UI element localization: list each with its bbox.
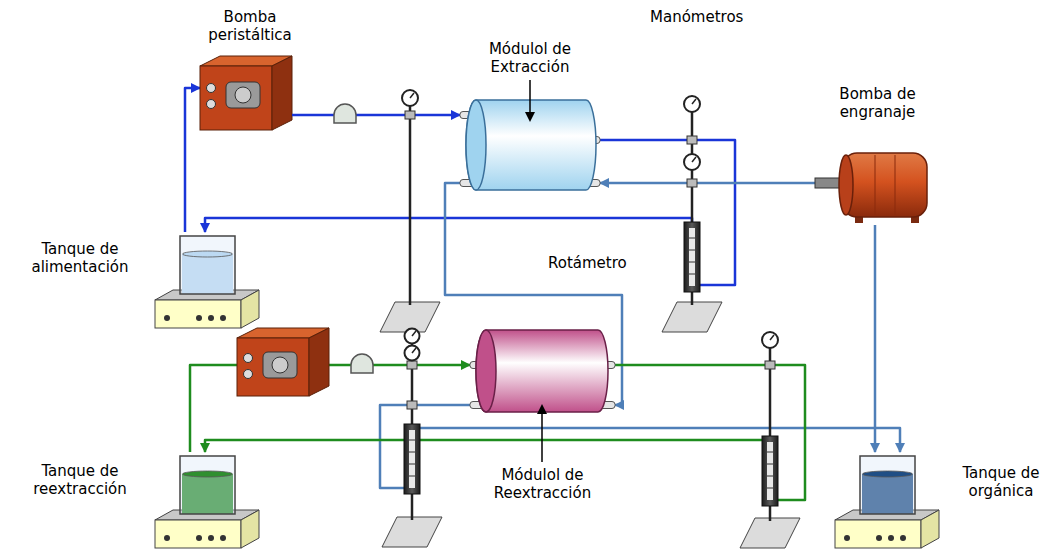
organic-tank: Tanque de orgánica [835,452,1057,550]
node-label: Tanque de alimentación [5,240,155,276]
tubing-line [380,405,900,488]
manometer-stand [380,90,440,332]
stripping-tank: Tanque de reextracción [5,452,267,550]
manometer-stand [662,96,722,332]
tubing-line [600,182,815,185]
feed-tank: Tanque de alimentación [5,232,260,330]
rotameter [404,424,420,494]
manometer-stand [382,329,442,548]
tubing-line [300,114,460,117]
rotameter [684,222,700,292]
part-label: Manómetros [650,8,743,26]
node-label: Módulol de Extracción [460,40,600,76]
filter-dome [351,354,373,373]
peristaltic-pump: Bomba peristáltica [200,8,300,130]
node-label: Módulol de Reextracción [470,466,615,502]
filter-dome [334,104,356,123]
node-label: Tanque de orgánica [947,464,1055,500]
node-label: Bomba peristáltica [200,8,300,44]
stripping-module: Módulol de Reextracción [470,318,615,508]
node-label: Bomba de engranaje [815,85,940,121]
rotameter [762,436,778,506]
node-label: Tanque de reextracción [5,462,155,498]
part-label: Rotámetro [548,254,627,272]
tubing-line [185,88,200,232]
tubing-line [874,225,877,452]
extraction-module: Módulol de Extracción [460,40,600,195]
gear-pump: Bomba de engranaje [815,85,940,225]
peristaltic-pump [237,328,329,396]
manometer-stand [740,332,800,548]
